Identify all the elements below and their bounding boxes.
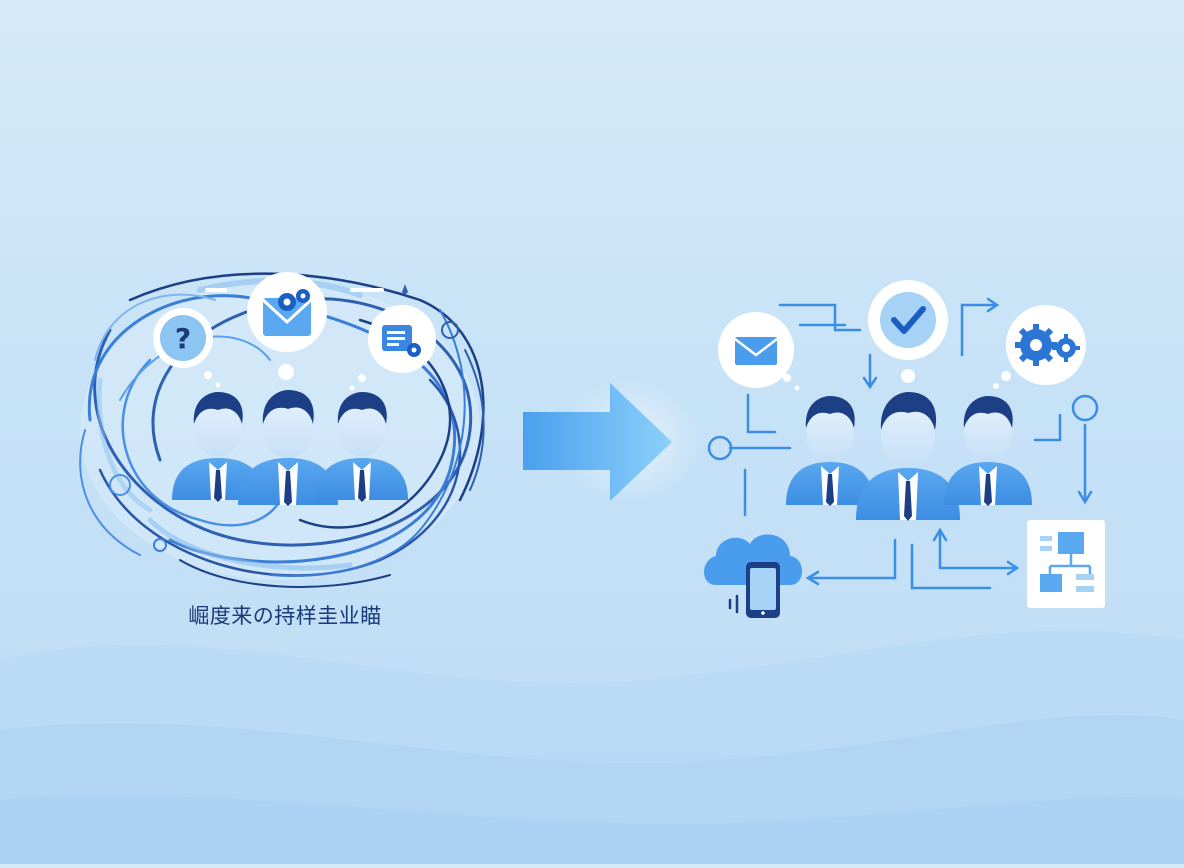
caption-text: 崛度来の持样圭业瞄 [188, 604, 382, 628]
left-panel: ? [79, 272, 485, 588]
tangled-lines [79, 272, 485, 588]
right-arrow-icon [523, 380, 700, 501]
person-icon [238, 390, 338, 506]
question-bubble-icon: ? [153, 308, 221, 388]
phone-icon [728, 562, 780, 618]
flowchart-icon [1027, 520, 1105, 608]
connector-lines [728, 297, 1093, 590]
right-panel [704, 280, 1105, 618]
background-waves [0, 630, 1184, 864]
person-icon [316, 392, 408, 502]
person-icon [786, 396, 874, 506]
mail-bubble-icon [718, 312, 800, 391]
person-icon [944, 396, 1032, 506]
document-gear-bubble-icon [349, 305, 436, 391]
mail-gear-bubble-icon [247, 272, 327, 380]
person-icon [856, 392, 960, 521]
check-bubble-icon [868, 280, 948, 383]
people-group-right [786, 392, 1032, 521]
svg-text:?: ? [175, 322, 191, 355]
people-group-left [172, 390, 408, 506]
gears-bubble-icon [993, 305, 1086, 389]
